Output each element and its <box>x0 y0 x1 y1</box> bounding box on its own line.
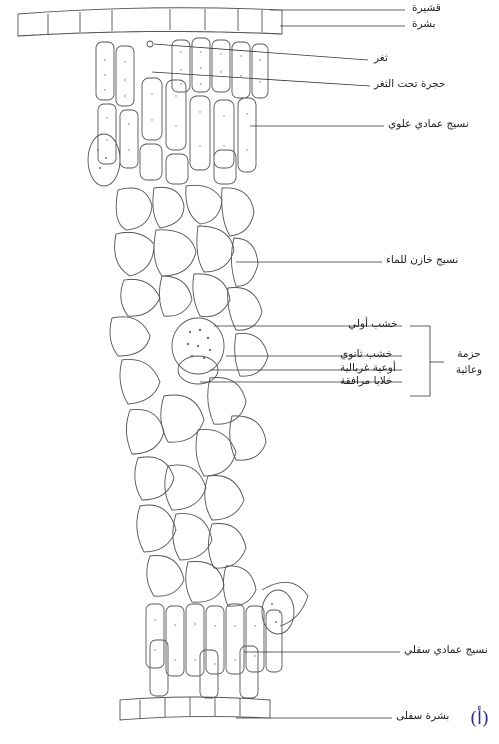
label-epidermis: بشرة <box>412 18 436 30</box>
label-substomatal-chamber: حجرة تحت الثغر <box>374 78 445 90</box>
stipple-dots <box>97 51 281 664</box>
label-cuticle: قشيرة <box>412 2 441 14</box>
label-stoma: ثغر <box>374 52 388 64</box>
lower-small-vascular-bundle <box>262 590 294 634</box>
upper-palisade-cells <box>96 38 268 184</box>
label-vascular-bundle: حزمة وعائية <box>448 346 490 378</box>
lower-epidermis <box>120 697 270 720</box>
leader-lines <box>152 10 444 718</box>
label-lower-epidermis: بشرة سفلى <box>396 710 449 722</box>
lower-epidermis-cells <box>140 697 240 719</box>
figure-label: (أ) <box>470 708 489 729</box>
upper-epidermis <box>18 31 282 36</box>
label-sieve-tubes: أوعية غربالية <box>340 362 396 374</box>
epidermis-cells <box>48 9 262 34</box>
vascular-bundle <box>172 318 224 384</box>
water-storage-cells <box>110 185 268 606</box>
label-metaxylem: خشب ثانوي <box>340 348 392 360</box>
lower-bulge <box>262 582 308 626</box>
stoma <box>147 41 153 47</box>
label-lower-mesophyll: نسيج عمادي سفلي <box>404 644 488 656</box>
label-upper-mesophyll: نسيج عمادي علوي <box>388 118 469 130</box>
label-water-storage: نسيج خازن للماء <box>386 254 458 266</box>
label-protoxylem: خشب أولي <box>348 318 397 330</box>
lower-palisade-cells <box>146 604 282 698</box>
label-companion-cells: خلايا مرافقة <box>340 375 393 387</box>
